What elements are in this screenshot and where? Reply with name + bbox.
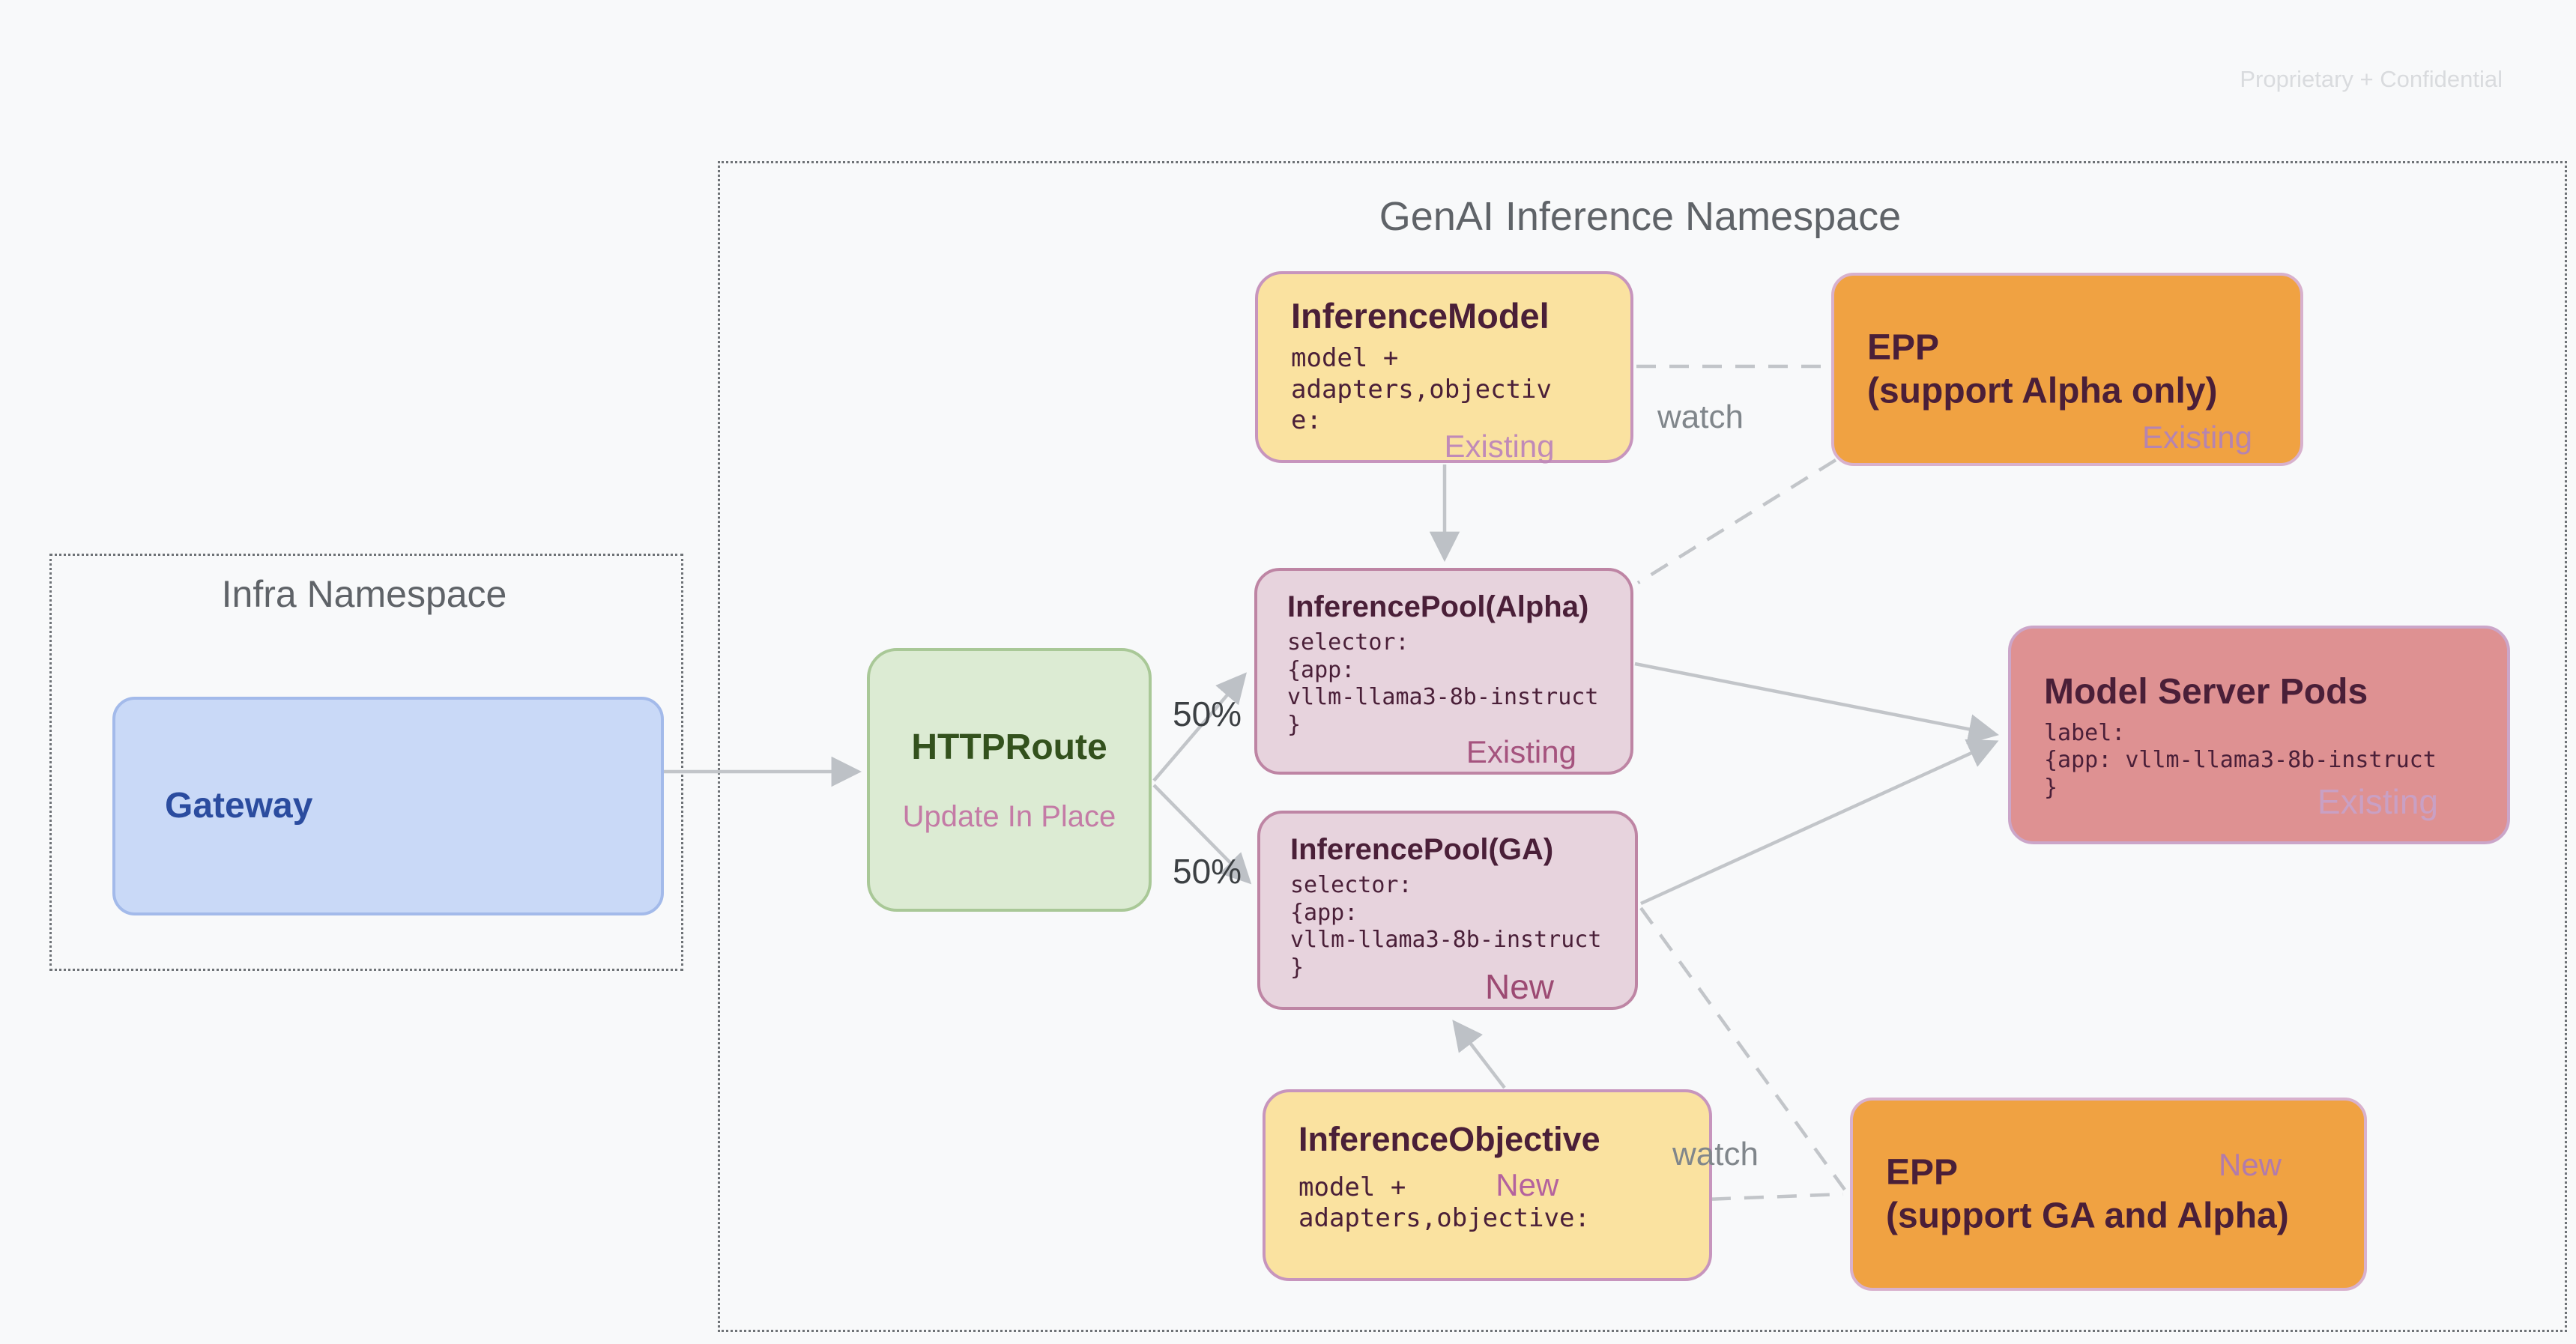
epp-alpha-status: Existing bbox=[2141, 420, 2252, 455]
pool-ga-status: New bbox=[1485, 967, 1555, 1006]
inference-objective-title: InferenceObjective bbox=[1298, 1120, 1600, 1158]
httproute-subtitle: Update In Place bbox=[902, 800, 1116, 834]
watermark: Proprietary + Confidential bbox=[2240, 66, 2503, 92]
watch-bottom-label: watch bbox=[1672, 1136, 1759, 1172]
model-server-pods-title: Model Server Pods bbox=[2044, 672, 2368, 712]
infra-namespace-title: Infra Namespace bbox=[221, 573, 507, 615]
pool-alpha-status: Existing bbox=[1466, 734, 1576, 769]
watch-top-label: watch bbox=[1657, 399, 1744, 435]
inference-objective-body-line2: adapters,objective: bbox=[1298, 1203, 1590, 1234]
genai-namespace-title: GenAI Inference Namespace bbox=[1379, 194, 1902, 239]
inference-objective-body-line1: model + bbox=[1298, 1172, 1406, 1202]
node-inference-objective: InferenceObjective model + New adapters,… bbox=[1263, 1089, 1712, 1281]
pool-alpha-title: InferencePool(Alpha) bbox=[1287, 590, 1589, 623]
model-server-pods-body: label: {app: vllm-llama3-8b-instruct } bbox=[2044, 719, 2437, 801]
httproute-title: HTTPRoute bbox=[911, 727, 1107, 767]
inference-model-title: InferenceModel bbox=[1291, 296, 1549, 336]
node-httproute: HTTPRoute Update In Place bbox=[867, 648, 1152, 912]
node-inference-model: InferenceModel model + adapters,objectiv… bbox=[1255, 271, 1633, 464]
epp-ga-status: New bbox=[2218, 1147, 2282, 1182]
gateway-title: Gateway bbox=[165, 786, 313, 826]
pool-alpha-body: selector: {app: vllm-llama3-8b-instruct … bbox=[1287, 629, 1599, 738]
pool-ga-title: InferencePool(GA) bbox=[1290, 833, 1554, 866]
node-inference-pool-alpha: InferencePool(Alpha) selector: {app: vll… bbox=[1254, 568, 1633, 775]
infra-namespace-frame bbox=[49, 554, 683, 971]
node-inference-pool-ga: InferencePool(GA) selector: {app: vllm-l… bbox=[1257, 811, 1638, 1010]
inference-model-body: model + adapters,objectiv e: bbox=[1291, 343, 1552, 436]
model-server-pods-status: Existing bbox=[2317, 782, 2438, 821]
node-model-server-pods: Model Server Pods label: {app: vllm-llam… bbox=[2008, 626, 2510, 844]
inference-model-status: Existing bbox=[1444, 429, 1555, 464]
epp-alpha-title: EPP (support Alpha only) bbox=[1867, 327, 2218, 411]
node-gateway: Gateway bbox=[112, 697, 664, 915]
pool-ga-body: selector: {app: vllm-llama3-8b-instruct … bbox=[1290, 872, 1602, 981]
inference-objective-status: New bbox=[1496, 1167, 1559, 1202]
epp-ga-title: EPP (support GA and Alpha) bbox=[1886, 1152, 2289, 1235]
node-epp-ga: EPP (support GA and Alpha) New bbox=[1850, 1098, 2367, 1291]
traffic-split-top-label: 50% bbox=[1173, 694, 1242, 733]
node-epp-alpha: EPP (support Alpha only) Existing bbox=[1831, 273, 2303, 466]
genai-namespace-frame bbox=[718, 161, 2567, 1332]
traffic-split-bottom-label: 50% bbox=[1173, 852, 1242, 891]
